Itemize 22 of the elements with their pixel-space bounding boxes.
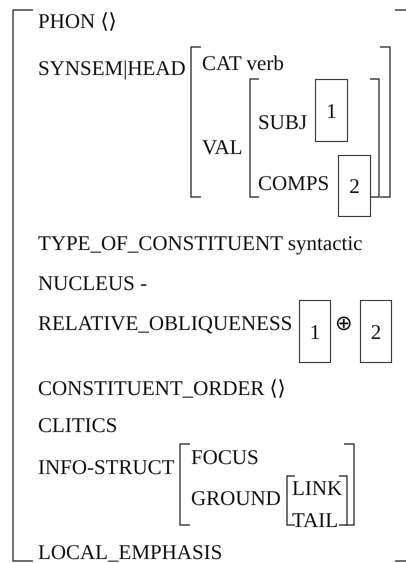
attribute-name: LINK (292, 476, 342, 500)
tag-box: 2 (360, 300, 392, 363)
attribute-value: CAT verb (202, 51, 284, 75)
tag-box: 1 (315, 79, 348, 142)
attribute-value: TYPE_OF_CONSTITUENT syntactic (38, 231, 363, 255)
attribute-name: FOCUS (191, 445, 259, 469)
attribute-name: GROUND (191, 486, 281, 510)
attribute-name: COMPS (258, 171, 330, 195)
tag-box: 1 (299, 300, 331, 363)
attribute-name: LOCAL_EMPHASIS (38, 540, 222, 563)
attribute-path: SYNSEM|HEAD (38, 56, 186, 80)
append-operator: ⊕ (335, 311, 353, 335)
attribute-name: INFO-STRUCT (38, 455, 175, 479)
attribute-name: SUBJ (258, 110, 308, 134)
attribute-name: CLITICS (38, 413, 118, 437)
attribute-value: PHON ⟨⟩ (38, 9, 116, 33)
tag-box: 2 (338, 155, 371, 217)
attribute-name: RELATIVE_OBLIQUENESS (38, 311, 292, 335)
attribute-value: NUCLEUS - (38, 271, 148, 295)
attribute-value: CONSTITUENT_ORDER ⟨⟩ (38, 376, 286, 400)
attribute-name: TAIL (292, 508, 338, 532)
attribute-name: VAL (202, 135, 242, 159)
